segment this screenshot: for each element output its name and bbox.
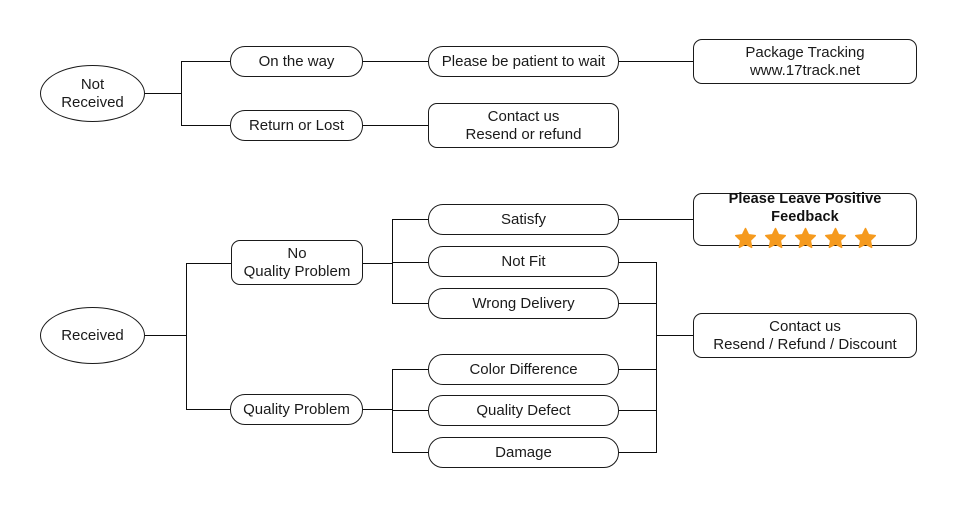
connector-spine-to-on-the-way [181,61,231,63]
connector-quality-defect-to-merge [618,410,657,412]
node-wrong-delivery-label: Wrong Delivery [472,294,575,312]
node-please-be-patient-to-wait[interactable]: Please be patient to wait [428,46,619,77]
node-package-tracking-label: Package Tracking www.17track.net [745,43,865,79]
node-quality-defect-label: Quality Defect [476,401,571,419]
connector-wrong-delivery-to-merge [618,303,657,305]
connector-subspine-to-wrong-delivery [392,303,429,305]
node-color-difference[interactable]: Color Difference [428,354,619,385]
node-contact-us-resend-refund-discount[interactable]: Contact us Resend / Refund / Discount [693,313,917,358]
node-quality-defect[interactable]: Quality Defect [428,395,619,426]
node-contact-us-resend-or-refund[interactable]: Contact us Resend or refund [428,103,619,148]
connector-damage-to-merge [618,452,657,454]
connector-spine-to-no-quality-problem [186,263,232,265]
node-return-or-lost-label: Return or Lost [248,116,345,134]
node-contact-us-resend-or-refund-label: Contact us Resend or refund [465,107,582,143]
connector-no-quality-problem-to-subspine [362,263,393,265]
node-received[interactable]: Received [40,307,145,364]
connector-spine-received [186,263,188,410]
node-return-or-lost[interactable]: Return or Lost [230,110,363,141]
connector-subspine-to-color-difference [392,369,429,371]
node-damage-label: Damage [495,443,552,461]
node-damage[interactable]: Damage [428,437,619,468]
connector-subspine-to-quality-defect [392,410,429,412]
merge-spine-contact-us [656,262,658,453]
node-not-fit-label: Not Fit [501,252,546,270]
connector-spine-to-return-or-lost [181,125,231,127]
connector-subspine-to-damage [392,452,429,454]
node-positive-feedback[interactable]: Please Leave Positive Feedback [693,191,917,248]
connector-spine-to-quality-problem [186,409,232,411]
connector-subspine-to-satisfy [392,219,429,221]
connector-return-or-lost-to-contact [362,125,430,127]
positive-feedback-label: Please Leave Positive Feedback [728,191,882,225]
node-please-be-patient-to-wait-label: Please be patient to wait [441,52,606,70]
connector-satisfy-to-feedback [618,219,694,221]
connector-received-to-spine [145,335,187,337]
node-wrong-delivery[interactable]: Wrong Delivery [428,288,619,319]
node-on-the-way[interactable]: On the way [230,46,363,77]
connector-wait-to-package-tracking [618,61,694,63]
subspine-no-quality-problem [392,219,394,304]
node-contact-us-resend-refund-discount-label: Contact us Resend / Refund / Discount [713,317,897,353]
node-not-received-label: Not Received [61,75,124,111]
node-color-difference-label: Color Difference [469,360,578,378]
node-quality-problem[interactable]: Quality Problem [230,394,363,425]
node-not-received[interactable]: Not Received [40,65,145,122]
connector-spine-not-received [181,61,183,126]
star-icon[interactable] [794,227,817,250]
star-icon[interactable] [764,227,787,250]
node-quality-problem-label: Quality Problem [243,400,350,418]
star-icon[interactable] [824,227,847,250]
node-package-tracking[interactable]: Package Tracking www.17track.net [693,39,917,84]
node-not-fit[interactable]: Not Fit [428,246,619,277]
connector-quality-problem-to-subspine [362,409,393,411]
connector-not-fit-to-merge [618,262,657,264]
node-on-the-way-label: On the way [258,52,335,70]
star-icon[interactable] [854,227,877,250]
connector-merge-to-contact-us [656,335,694,337]
node-satisfy[interactable]: Satisfy [428,204,619,235]
connector-on-the-way-to-wait [362,61,430,63]
star-rating[interactable] [734,227,877,250]
node-no-quality-problem-label: No Quality Problem [243,244,351,280]
node-satisfy-label: Satisfy [500,210,546,228]
node-no-quality-problem[interactable]: No Quality Problem [231,240,363,285]
star-icon[interactable] [734,227,757,250]
connector-subspine-to-not-fit [392,262,429,264]
connector-not-received-to-spine [145,93,182,95]
node-received-label: Received [61,326,124,344]
connector-color-difference-to-merge [618,369,657,371]
